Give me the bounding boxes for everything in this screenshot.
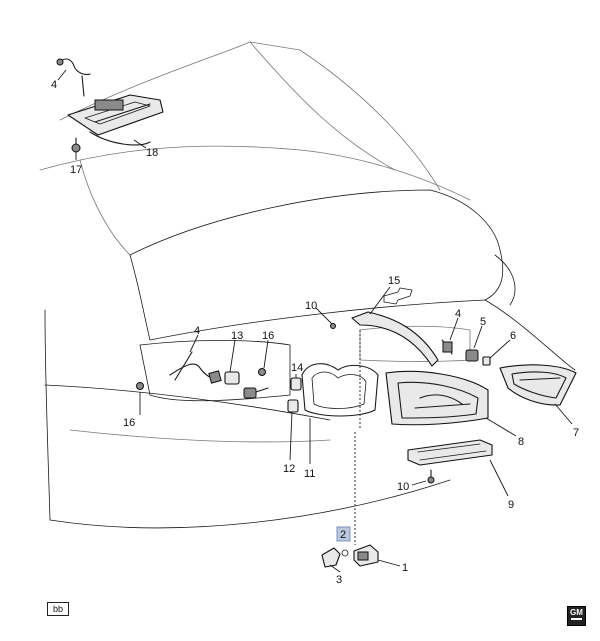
callout-17: 17 <box>70 164 82 176</box>
part-13-bulb-socket <box>224 371 269 399</box>
callout-13: 13 <box>231 330 243 342</box>
callout-labels: 4 17 18 4 13 16 16 10 15 14 12 11 4 5 6 … <box>51 79 579 586</box>
callout-10: 10 <box>397 481 409 493</box>
part-4-wiring-left <box>169 351 222 384</box>
callout-10: 10 <box>305 300 317 312</box>
callout-6: 6 <box>510 330 516 342</box>
gm-logo-underline <box>571 618 582 620</box>
part-2-washer <box>341 549 349 557</box>
callout-11: 11 <box>304 468 315 480</box>
callout-16: 16 <box>262 330 274 342</box>
part-4-wiring-top <box>56 58 91 97</box>
part-5-bulb-socket <box>465 349 479 362</box>
callout-18: 18 <box>146 147 158 159</box>
part-16-bulb-left <box>136 368 266 390</box>
callout-8: 8 <box>518 436 524 448</box>
callout-7: 7 <box>573 427 579 439</box>
part-15-applique <box>351 311 439 367</box>
callout-3: 3 <box>336 574 342 586</box>
gm-logo-text: GM <box>570 608 583 617</box>
callout-4: 4 <box>194 325 200 337</box>
figure-code: bb <box>47 602 69 616</box>
callout-2-highlight <box>336 526 351 542</box>
callout-2: 2 <box>340 529 346 541</box>
part-9-license-lamp <box>407 439 493 466</box>
leader-lines <box>57 69 573 573</box>
part-8-tail-lamp-inner <box>385 370 489 426</box>
part-6-bulb <box>482 356 491 366</box>
callout-1: 1 <box>402 562 408 574</box>
vehicle-body-outline <box>39 41 576 529</box>
part-1-trunk-release-switch <box>353 544 379 567</box>
callout-9: 9 <box>508 499 514 511</box>
part-12-bulb <box>287 399 299 413</box>
part-18-high-mount-lamp <box>67 94 164 146</box>
part-10-screw-bottom <box>427 469 435 484</box>
callout-15: 15 <box>388 275 400 287</box>
part-10-screw-top <box>330 323 336 329</box>
callout-12: 12 <box>283 463 295 475</box>
gm-logo: GM <box>567 606 586 626</box>
part-11-gasket <box>301 363 379 417</box>
callout-5: 5 <box>480 316 486 328</box>
part-14-bulb <box>290 377 302 391</box>
callout-16: 16 <box>123 417 135 429</box>
callout-4: 4 <box>455 308 461 320</box>
part-17-screw <box>71 137 81 153</box>
part-3-bracket <box>321 547 341 568</box>
callout-14: 14 <box>291 362 303 374</box>
part-4-wiring-right <box>441 339 453 355</box>
part-7-tail-lamp-outer <box>499 364 577 406</box>
callout-4: 4 <box>51 79 57 91</box>
